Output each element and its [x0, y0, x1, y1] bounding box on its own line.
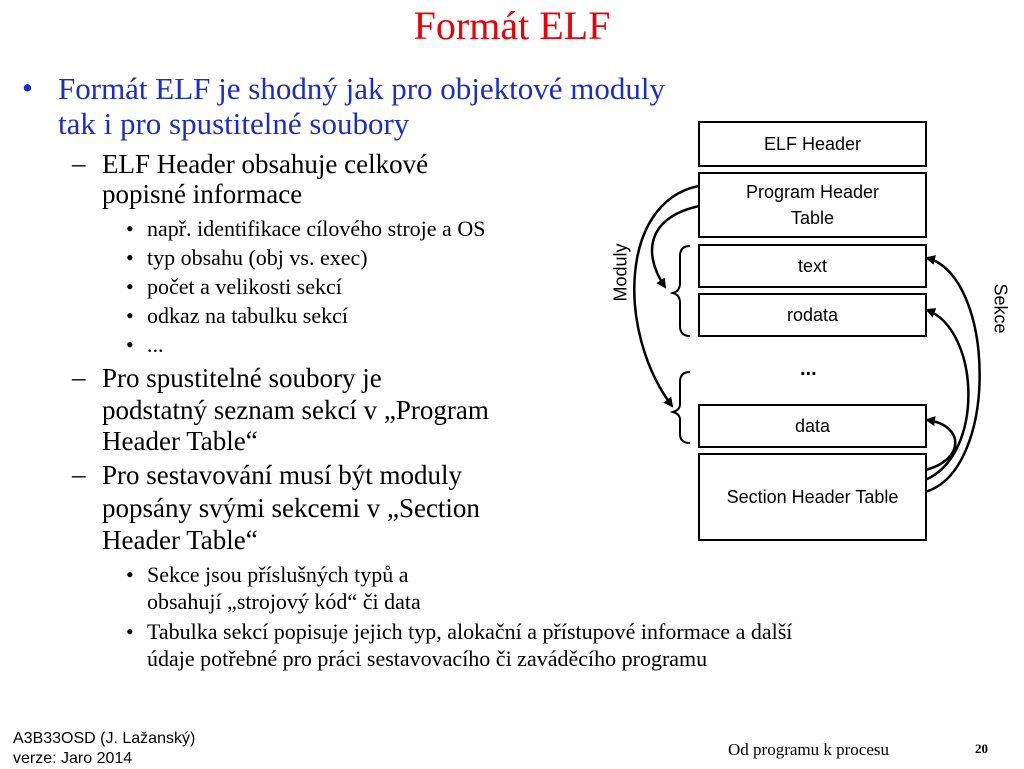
- dash-marker: –: [72, 148, 86, 178]
- more-sections-ellipsis: ...: [800, 358, 817, 380]
- exec-bullet-line3: Header Table“: [102, 426, 258, 456]
- data-section-box: data: [698, 404, 927, 448]
- table-bullet-line1: Tabulka sekcí popisuje jejich typ, aloka…: [147, 619, 793, 644]
- sht-label: Section Header Table: [726, 487, 899, 507]
- bullet-dot: •: [22, 70, 33, 105]
- exec-bullet-line2: podstatný seznam sekcí v „Program: [102, 395, 489, 425]
- pht-arrow-1: [650, 203, 706, 289]
- header-bullet-line1: ELF Header obsahuje celkové: [102, 149, 429, 179]
- text-section-box: text: [698, 244, 927, 288]
- text-section-label: text: [797, 256, 827, 276]
- module-brace-bottom: [669, 371, 691, 444]
- pht-label-line1: Program Header: [745, 182, 880, 202]
- sekce-label: Sekce: [990, 283, 1011, 334]
- elf-header-label: ELF Header: [763, 134, 862, 154]
- sht-arrow-data: [924, 416, 957, 472]
- footer-course: A3B33OSD (J. Lažanský) verze: Jaro 2014: [13, 729, 195, 769]
- data-section-label: data: [794, 416, 831, 436]
- small-bullet-dot: •: [126, 619, 134, 644]
- footer-version-line: verze: Jaro 2014: [13, 750, 133, 767]
- header-bullet-line2: popisné informace: [102, 179, 303, 209]
- header-item: ...: [147, 332, 164, 357]
- elf-header-box: ELF Header: [698, 121, 927, 167]
- small-bullet-dot: •: [126, 303, 134, 328]
- module-brace-top: [669, 245, 691, 337]
- header-item: např. identifikace cílového stroje a OS: [147, 216, 486, 241]
- pht-arrow-2: [633, 183, 706, 408]
- moduly-label: Moduly: [610, 243, 631, 302]
- table-bullet-line2: údaje potřebné pro práci sestavovacího č…: [147, 646, 708, 671]
- rodata-section-label: rodata: [786, 305, 839, 325]
- small-bullet-dot: •: [126, 332, 134, 357]
- dash-marker: –: [72, 459, 86, 489]
- section-header-table-box: Section Header Table: [698, 453, 927, 541]
- main-bullet-line2: tak i pro spustitelné soubory: [58, 106, 410, 141]
- footer-topic: Od programu k procesu: [728, 740, 889, 759]
- link-bullet-line3: Header Table“: [102, 525, 258, 555]
- small-bullet-dot: •: [126, 216, 134, 241]
- header-item: odkaz na tabulku sekcí: [147, 303, 348, 328]
- page-number: 20: [975, 741, 988, 756]
- link-bullet-line2: popsány svými sekcemi v „Section: [102, 493, 480, 523]
- link-bullet-line1: Pro sestavování musí být moduly: [102, 460, 462, 490]
- sections-bullet-line2: obsahují „strojový kód“ či data: [147, 589, 421, 614]
- header-item: počet a velikosti sekcí: [147, 274, 342, 299]
- small-bullet-dot: •: [126, 274, 134, 299]
- sht-arrow-rodata: [924, 308, 970, 482]
- sht-arrow-text: [924, 255, 981, 494]
- exec-bullet-line1: Pro spustitelné soubory je: [102, 363, 382, 393]
- program-header-table-box: Program Header Table: [698, 172, 927, 238]
- dash-marker: –: [72, 362, 86, 392]
- small-bullet-dot: •: [126, 245, 134, 270]
- footer-course-line: A3B33OSD (J. Lažanský): [13, 730, 196, 747]
- sections-bullet-line1: Sekce jsou příslušných typů a: [147, 562, 409, 587]
- pht-label-line2: Table: [790, 208, 835, 228]
- rodata-section-box: rodata: [698, 293, 927, 337]
- header-item: typ obsahu (obj vs. exec): [147, 245, 368, 270]
- small-bullet-dot: •: [126, 562, 134, 587]
- slide-title: Formát ELF: [413, 3, 611, 48]
- main-bullet-line1: Formát ELF je shodný jak pro objektové m…: [58, 71, 666, 106]
